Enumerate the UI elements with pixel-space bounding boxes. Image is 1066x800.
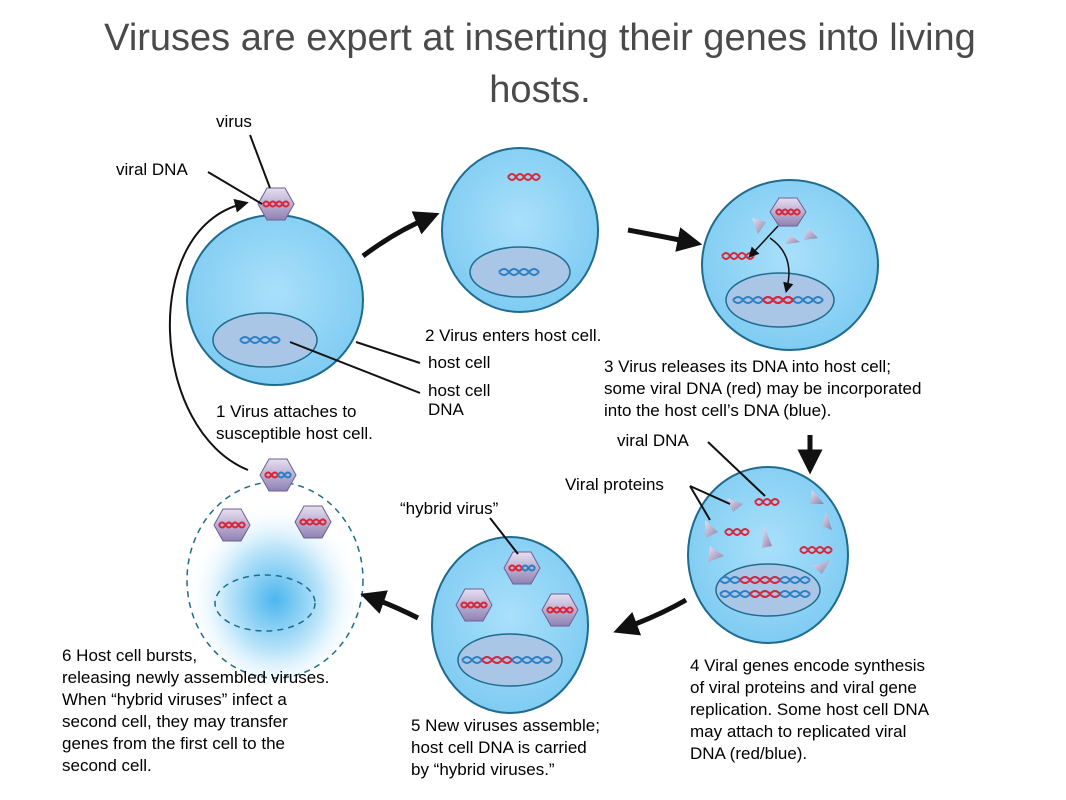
page-title: Viruses are expert at inserting their ge… [104,17,976,111]
cell-5-nucleus [457,633,563,687]
leader-hybrid-virus [489,517,519,555]
released-viral-dna [721,252,755,260]
viral-protein-icon [812,560,830,574]
cell-2 [441,147,599,313]
viral-protein-icon [705,520,718,538]
cell-2-host-dna [498,268,540,276]
virus-icon [213,508,251,542]
dna-path-arrow [748,225,779,258]
hybrid-virus-icon [503,551,541,585]
cell-2-viral-dna [507,173,541,181]
leader-virus [249,134,271,189]
step-3-caption: 3 Virus releases its DNA into host cell;… [604,357,922,420]
arrow-step6-to-1 [168,198,249,471]
dna-path-arrow [769,237,794,294]
cell-4-nucleus [715,563,821,617]
viral-dna-copy [724,528,750,536]
step-2-caption: 2 Virus enters host cell. [425,326,602,345]
cell-6-burst [186,458,364,679]
leader-viral-dna [207,171,263,205]
arrow-step4-to-5 [613,597,688,636]
viral-dna-copy [799,546,833,554]
cell-5 [431,536,589,714]
arrow-step2-to-3 [627,227,703,252]
label-viral-proteins: Viral proteins [565,475,664,494]
label-host-cell-dna: host cell DNA [428,381,491,419]
cell-3-integrated-viral-dna [762,295,794,305]
leader-viral-proteins [689,485,731,505]
leader-viral-proteins [689,485,711,521]
cell-4 [687,466,849,644]
label-virus: virus [216,112,252,131]
virus-icon [257,187,295,221]
virus-capsid-open-icon [769,197,807,227]
capsid-fragment-icon [804,228,818,240]
viral-protein-icon [822,512,832,530]
virus-icon [294,505,332,539]
cell-1 [186,187,364,386]
step-4-caption: 4 Viral genes encode synthesis of viral … [690,656,930,763]
arrow-step5-to-6 [360,590,420,621]
viral-protein-icon [708,546,724,562]
label-viral-dna: viral DNA [116,160,188,179]
cell-1-host-dna [239,336,281,344]
label-hybrid-virus: “hybrid virus” [400,499,499,518]
step-1-caption: 1 Virus attaches to susceptible host cel… [216,402,373,443]
viral-protein-icon [727,498,743,512]
hybrid-virus-icon [259,458,297,492]
capsid-fragment-icon [786,235,800,244]
leader-host-cell [355,341,421,364]
viral-protein-icon [810,490,824,504]
step-5-caption: 5 New viruses assemble; host cell DNA is… [411,716,600,779]
viral-protein-icon [762,526,772,548]
cell-1-nucleus [212,312,318,368]
arrow-step1-to-2 [361,211,440,259]
capsid-fragment-icon [752,218,766,234]
cell-6-nucleus-burst [214,574,316,632]
label-host-cell: host cell [428,353,491,372]
label-viral-dna-step4: viral DNA [617,431,689,450]
cell-3-nucleus [725,272,835,328]
virus-icon [455,588,493,622]
step-6-caption: 6 Host cell bursts, releasing newly asse… [62,646,330,775]
leader-viral-dna-step4 [707,441,766,497]
cell-3 [701,179,879,351]
virus-icon [541,593,579,627]
leader-host-cell-dna [289,341,421,394]
viral-dna-copy [754,498,780,506]
